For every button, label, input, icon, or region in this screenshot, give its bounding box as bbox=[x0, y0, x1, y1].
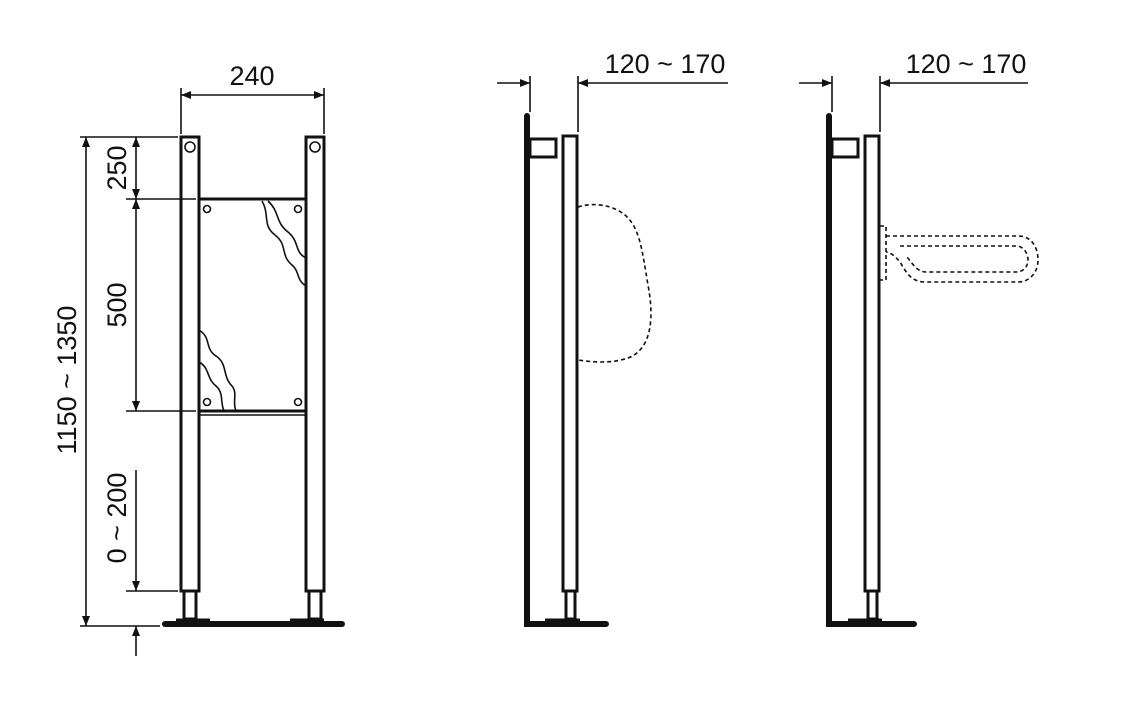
right-foot-leg bbox=[307, 589, 323, 621]
left-foot-leg bbox=[182, 589, 198, 621]
frame-profile-2 bbox=[863, 134, 881, 593]
height-mid-label: 500 bbox=[102, 282, 132, 327]
wall-line bbox=[524, 113, 609, 627]
depth-label-rail: 120 ~ 170 bbox=[906, 49, 1027, 79]
rail-mount-plate bbox=[880, 225, 887, 281]
height-top-label: 250 bbox=[102, 145, 132, 190]
front-view: 240 250 500 0 ~ 200 1150 ~ 1350 bbox=[52, 61, 345, 656]
break-line-lower-2 bbox=[198, 361, 225, 412]
mounting-plate bbox=[197, 197, 308, 413]
urinal-outline bbox=[577, 203, 652, 363]
grab-rail-outline bbox=[885, 235, 1039, 283]
plate-screw-bl bbox=[202, 397, 212, 407]
frame-foot bbox=[564, 589, 577, 621]
break-line-lower bbox=[198, 329, 237, 412]
wall-line-2 bbox=[826, 113, 917, 627]
side-view-urinal: 120 ~ 170 bbox=[497, 49, 728, 627]
grab-rail-inner bbox=[900, 245, 1029, 273]
wall-bracket bbox=[528, 137, 558, 159]
height-total-label: 1150 ~ 1350 bbox=[52, 306, 82, 455]
right-post-hole bbox=[309, 141, 321, 153]
left-post-hole bbox=[184, 141, 196, 153]
break-line-upper-2 bbox=[267, 200, 307, 259]
wall-bracket-2 bbox=[830, 137, 860, 159]
plate-screw-tl bbox=[202, 204, 212, 214]
width-dimension-label: 240 bbox=[229, 61, 274, 91]
plate-screw-br bbox=[293, 397, 303, 407]
break-line-upper bbox=[261, 200, 307, 287]
left-post bbox=[179, 135, 201, 593]
depth-label-urinal: 120 ~ 170 bbox=[605, 49, 726, 79]
frame-foot-2 bbox=[866, 589, 879, 621]
frame-profile bbox=[561, 134, 579, 593]
height-adjust-label: 0 ~ 200 bbox=[102, 473, 132, 564]
plate-screw-tr bbox=[293, 204, 303, 214]
right-post bbox=[304, 135, 326, 593]
side-view-rail: 120 ~ 170 bbox=[799, 49, 1039, 627]
